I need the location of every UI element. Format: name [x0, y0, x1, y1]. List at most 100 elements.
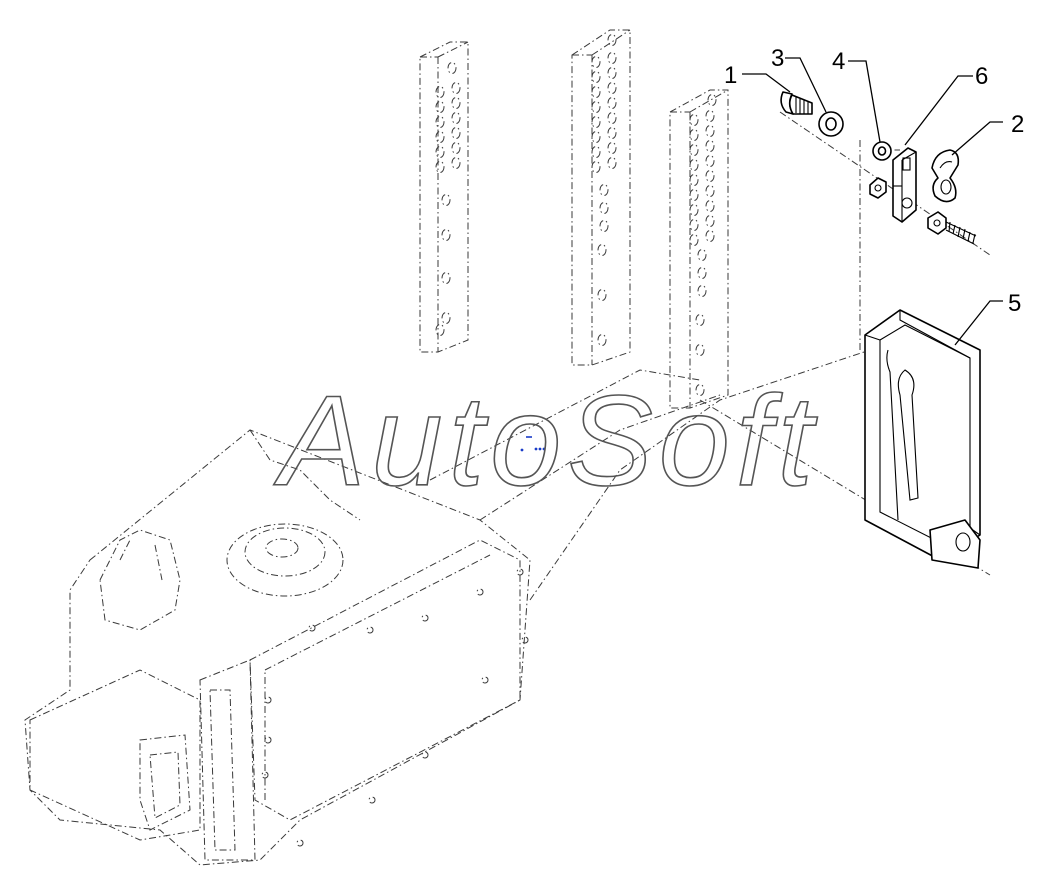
- strip-hole: [435, 146, 445, 158]
- strip-hole: [591, 146, 601, 158]
- strip-hole: [689, 129, 699, 141]
- strip-hole: [689, 174, 699, 186]
- frame-bolt-hole: [476, 588, 484, 596]
- bolt-part-1: [780, 91, 813, 115]
- strip-hole: [705, 110, 715, 122]
- strip-hole: [705, 200, 715, 212]
- leader-lines: [742, 57, 1003, 346]
- washer-part-4: [872, 141, 892, 161]
- frame-bolt-hole: [481, 676, 489, 684]
- strip-hole: [591, 116, 601, 128]
- callout-3: 3: [771, 45, 784, 72]
- strip-hole: [607, 82, 617, 94]
- strip-hole: [451, 157, 461, 169]
- strip-hole: [705, 155, 715, 167]
- strip-hole: [705, 185, 715, 197]
- bracket-plate-part-6: [892, 147, 917, 223]
- strip-hole: [695, 344, 705, 356]
- strip-hole: [697, 267, 707, 279]
- strip-hole: [705, 140, 715, 152]
- strip-hole: [435, 101, 445, 113]
- strip-hole: [451, 97, 461, 109]
- frame-bolt-hole: [421, 751, 429, 759]
- strip-hole: [591, 56, 601, 68]
- strip-hole: [695, 314, 705, 326]
- strip-hole: [441, 272, 451, 284]
- perforated-strip-right: [669, 89, 729, 409]
- washer-part-3: [818, 111, 844, 137]
- frame-bolt-hole: [521, 636, 529, 644]
- strip-hole: [441, 229, 451, 241]
- perforated-strip-left: [419, 41, 469, 353]
- callout-5: 5: [1008, 290, 1021, 317]
- frame-bolt-hole: [308, 624, 316, 632]
- strip-hole: [607, 127, 617, 139]
- strip-hole: [689, 159, 699, 171]
- strip-hole: [441, 194, 451, 206]
- strip-hole: [607, 52, 617, 64]
- strip-hole: [451, 142, 461, 154]
- callout-2: 2: [1011, 111, 1024, 138]
- strip-hole: [705, 125, 715, 137]
- strip-hole: [451, 127, 461, 139]
- nut-small: [869, 177, 887, 199]
- frame-bolt-hole: [368, 796, 376, 804]
- frame-bolt-hole: [264, 696, 272, 704]
- frame-bolt-hole: [264, 736, 272, 744]
- strip-hole: [435, 116, 445, 128]
- strip-hole: [591, 101, 601, 113]
- callout-1: 1: [724, 62, 737, 89]
- strip-hole: [607, 142, 617, 154]
- strip-hole: [607, 34, 617, 46]
- strip-hole: [697, 249, 707, 261]
- strip-hole: [591, 86, 601, 98]
- frame-bolt-hole: [421, 614, 429, 622]
- strip-hole: [689, 219, 699, 231]
- strip-hole: [597, 334, 607, 346]
- strip-hole: [435, 324, 445, 336]
- strip-hole: [597, 289, 607, 301]
- latch-hook-part-2: [931, 149, 960, 203]
- box-bracket-part-5: [864, 309, 981, 569]
- strip-hole: [705, 215, 715, 227]
- strip-hole: [705, 170, 715, 182]
- strip-hole: [697, 285, 707, 297]
- frame-bolt-hole: [261, 771, 269, 779]
- strip-hole: [607, 112, 617, 124]
- strip-hole: [591, 71, 601, 83]
- strip-hole: [607, 67, 617, 79]
- callout-6: 6: [975, 63, 988, 90]
- strip-hole: [441, 312, 451, 324]
- spring-stud: [927, 211, 977, 245]
- strip-hole: [591, 131, 601, 143]
- strip-hole: [435, 86, 445, 98]
- strip-hole: [447, 62, 457, 74]
- strip-hole: [695, 384, 705, 396]
- strip-hole: [435, 161, 445, 173]
- strip-hole: [689, 234, 699, 246]
- strip-hole: [689, 189, 699, 201]
- strip-hole: [591, 161, 601, 173]
- strip-hole: [435, 131, 445, 143]
- frame-bolt-hole: [366, 626, 374, 634]
- strip-hole: [705, 230, 715, 242]
- perforated-strip-middle: [571, 29, 631, 366]
- strip-hole: [597, 244, 607, 256]
- frame-bolt-hole: [296, 839, 304, 847]
- strip-hole: [599, 184, 609, 196]
- strip-hole: [689, 114, 699, 126]
- strip-hole: [607, 157, 617, 169]
- callout-4: 4: [832, 48, 845, 75]
- strip-hole: [707, 94, 717, 106]
- strip-hole: [599, 202, 609, 214]
- strip-hole: [451, 82, 461, 94]
- strip-hole: [689, 204, 699, 216]
- frame-bolt-hole: [516, 568, 524, 576]
- blue-marker: [520, 436, 546, 452]
- strip-hole: [599, 220, 609, 232]
- watermark-text: AutoSoft: [273, 370, 819, 513]
- strip-hole: [689, 144, 699, 156]
- strip-hole: [451, 112, 461, 124]
